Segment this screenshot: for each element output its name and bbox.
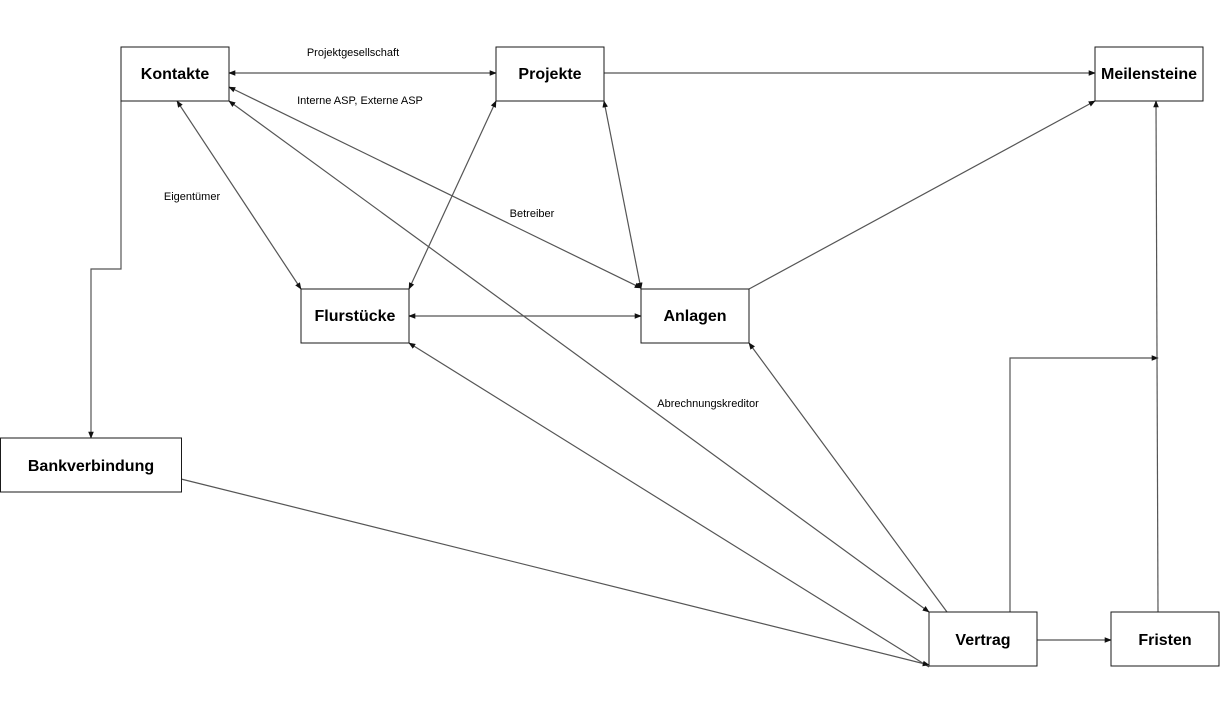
node-meilensteine-box[interactable] xyxy=(1094,46,1204,102)
node-kontakte-box[interactable] xyxy=(120,46,230,102)
node-vertrag-label: Vertrag xyxy=(955,632,1010,649)
edge-bankverbindung-vertrag xyxy=(180,478,930,667)
nodes-layer: Kontakte Projekte Meilensteine Flurstück… xyxy=(0,46,1220,667)
label-eigentuemer: Eigentümer xyxy=(164,191,221,203)
node-bankverbindung-label: Bankverbindung xyxy=(28,458,154,475)
edge-vertrag-flurstuecke xyxy=(408,342,930,668)
node-flurstuecke[interactable]: Flurstücke xyxy=(300,288,410,344)
label-abrechnungskreditor: Abrechnungskreditor xyxy=(657,398,759,410)
edge-kontakte-bankverbindung xyxy=(88,101,122,439)
node-projekte[interactable]: Projekte xyxy=(495,46,605,102)
node-vertrag[interactable]: Vertrag xyxy=(928,611,1038,667)
edge-fristen-meilensteine xyxy=(1153,100,1159,613)
node-anlagen-label: Anlagen xyxy=(663,308,726,325)
node-fristen-box[interactable] xyxy=(1110,611,1220,667)
edge-kontakte-anlagen xyxy=(228,86,642,289)
node-bankverbindung-box[interactable] xyxy=(0,437,182,493)
node-flurstuecke-label: Flurstücke xyxy=(315,308,396,325)
node-flurstuecke-box[interactable] xyxy=(300,288,410,344)
edge-vertrag-meilensteine xyxy=(1009,355,1159,612)
node-projekte-box[interactable] xyxy=(495,46,605,102)
label-projektgesellschaft: Projektgesellschaft xyxy=(307,47,399,59)
label-interne-externe-asp: Interne ASP, Externe ASP xyxy=(297,95,423,107)
node-meilensteine[interactable]: Meilensteine xyxy=(1094,46,1204,102)
edges-layer xyxy=(88,70,1159,668)
node-meilensteine-label: Meilensteine xyxy=(1101,66,1197,83)
node-vertrag-box[interactable] xyxy=(928,611,1038,667)
node-anlagen[interactable]: Anlagen xyxy=(640,288,750,344)
node-fristen[interactable]: Fristen xyxy=(1110,611,1220,667)
edge-projekte-anlagen xyxy=(602,100,643,290)
node-bankverbindung[interactable]: Bankverbindung xyxy=(0,437,182,493)
edge-kontakte-vertrag xyxy=(228,100,930,613)
node-kontakte[interactable]: Kontakte xyxy=(120,46,230,102)
edge-vertrag-anlagen xyxy=(748,342,948,613)
edge-anlagen-meilensteine xyxy=(748,100,1096,290)
edge-labels-layer: Projektgesellschaft Interne ASP, Externe… xyxy=(164,47,759,410)
edge-projekte-flurstuecke xyxy=(408,100,497,290)
node-anlagen-box[interactable] xyxy=(640,288,750,344)
node-kontakte-label: Kontakte xyxy=(141,66,210,83)
node-fristen-label: Fristen xyxy=(1138,632,1191,649)
node-projekte-label: Projekte xyxy=(518,66,581,83)
label-betreiber: Betreiber xyxy=(510,208,555,220)
